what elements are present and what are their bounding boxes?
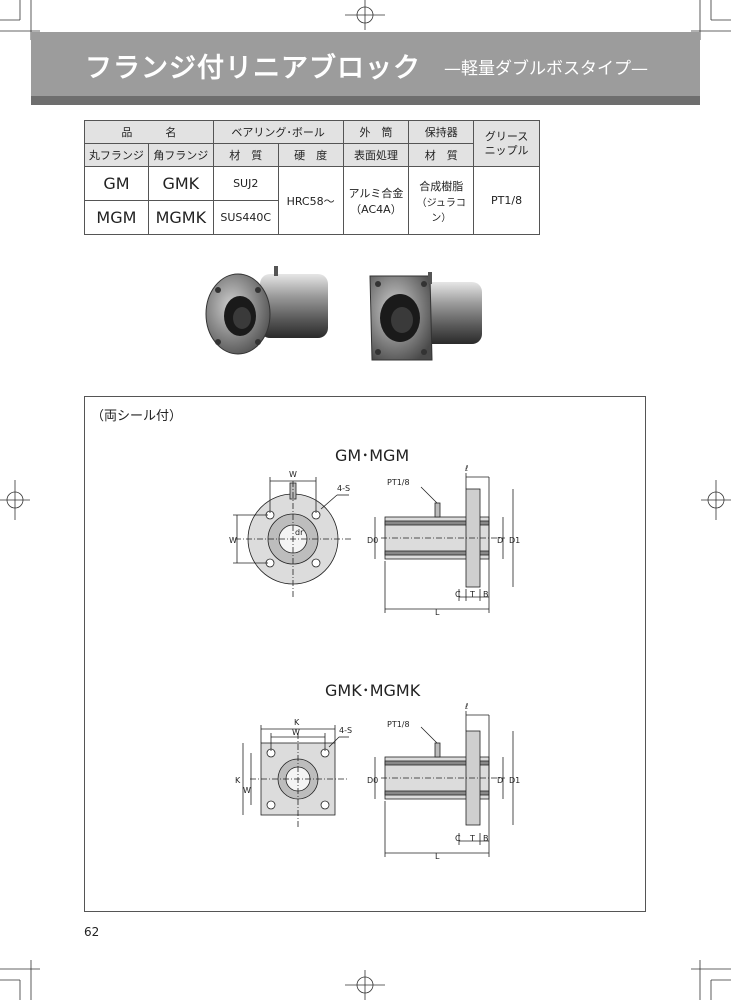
header-bearing-ball: ベアリング･ボール [212, 120, 344, 144]
cell-sus440c: SUS440C [212, 200, 279, 235]
dim-l-round: L [435, 608, 440, 617]
square-front-view [242, 725, 349, 827]
dim-k-left-square: K [235, 776, 241, 785]
holder-line-1: 合成樹脂 [419, 179, 464, 193]
cell-hardness: HRC58～ [277, 166, 344, 235]
cell-suj2: SUJ2 [212, 166, 279, 201]
dim-d1-square: D1 [509, 776, 520, 785]
spec-table: 品 名 ベアリング･ボール 外 筒 保持器 グリース ニップル 丸フランジ 角フ… [84, 120, 540, 235]
cell-holder: 合成樹脂 （ジュラコン） [408, 166, 475, 235]
page-subtitle: —軽量ダブルボスタイプ— [444, 59, 648, 79]
dim-c-square: C [455, 834, 461, 843]
dim-l-small-square: ℓ [464, 702, 468, 711]
round-front-view [233, 477, 351, 597]
round-flange-photo [205, 266, 328, 355]
product-photos [205, 266, 482, 361]
grease-nipple-label: グリース ニップル [484, 129, 529, 157]
header-outer-cylinder: 外 筒 [342, 120, 410, 144]
dim-t-round: T [469, 590, 475, 599]
subheader-surface-treatment: 表面処理 [342, 143, 410, 167]
drawing-box: （両シール付） GM･MGM GMK･MGMK [84, 396, 646, 912]
header-holder: 保持器 [408, 120, 475, 144]
technical-drawings: W W 4-S dr PT1/8 ℓ D0 D D1 C T B L K W K… [229, 464, 520, 861]
dim-k-top-square: K [294, 718, 300, 727]
page-number: 62 [84, 925, 100, 939]
dim-w-top-round: W [289, 470, 297, 479]
round-side-view [374, 473, 514, 613]
dim-s-round: 4-S [337, 484, 350, 493]
dim-c-round: C [455, 590, 461, 599]
dim-w-top-square: W [292, 728, 300, 737]
dim-t-square: T [469, 834, 475, 843]
dim-d1-round: D1 [509, 536, 520, 545]
header-product-name: 品 名 [84, 120, 214, 144]
cell-mgmk: MGMK [147, 200, 214, 235]
surface-line-2: （AC4A） [350, 202, 402, 216]
dim-w-left-square: W [243, 786, 251, 795]
page-header: フランジ付リニアブロック —軽量ダブルボスタイプ— [31, 32, 700, 105]
drawing-title-square: GMK･MGMK [325, 681, 421, 700]
dim-w-left-round: W [229, 536, 237, 545]
cell-gm: GM [84, 166, 149, 201]
dim-pt-round: PT1/8 [387, 478, 410, 487]
seal-note: （両シール付） [91, 409, 183, 424]
cell-gmk: GMK [147, 166, 214, 201]
subheader-material: 材 質 [212, 143, 279, 167]
subheader-hardness: 硬 度 [277, 143, 344, 167]
dim-d0-round: D0 [367, 536, 378, 545]
surface-line-1: アルミ合金 [348, 186, 404, 200]
dim-dr-round: dr [295, 528, 304, 537]
subheader-square-flange: 角フランジ [147, 143, 214, 167]
header-grease-nipple: グリース ニップル [473, 120, 540, 167]
holder-line-2: （ジュラコン） [416, 197, 466, 224]
dim-s-square: 4-S [339, 726, 352, 735]
cell-grease: PT1/8 [473, 166, 540, 235]
drawing-title-round: GM･MGM [335, 446, 410, 465]
dim-l-square: L [435, 852, 440, 861]
page-title: フランジ付リニアブロック [85, 53, 421, 84]
square-flange-photo [369, 272, 482, 361]
dim-l-small-round: ℓ [464, 464, 468, 473]
dim-b-round: B [483, 590, 489, 599]
cell-mgm: MGM [84, 200, 149, 235]
subheader-round-flange: 丸フランジ [84, 143, 149, 167]
square-side-view [374, 711, 514, 857]
subheader-holder-material: 材 質 [408, 143, 475, 167]
cell-surface: アルミ合金 （AC4A） [342, 166, 410, 235]
dim-d0-square: D0 [367, 776, 378, 785]
dim-pt-square: PT1/8 [387, 720, 410, 729]
dim-d-square: D [497, 776, 503, 785]
dim-b-square: B [483, 834, 489, 843]
dim-d-round: D [497, 536, 503, 545]
